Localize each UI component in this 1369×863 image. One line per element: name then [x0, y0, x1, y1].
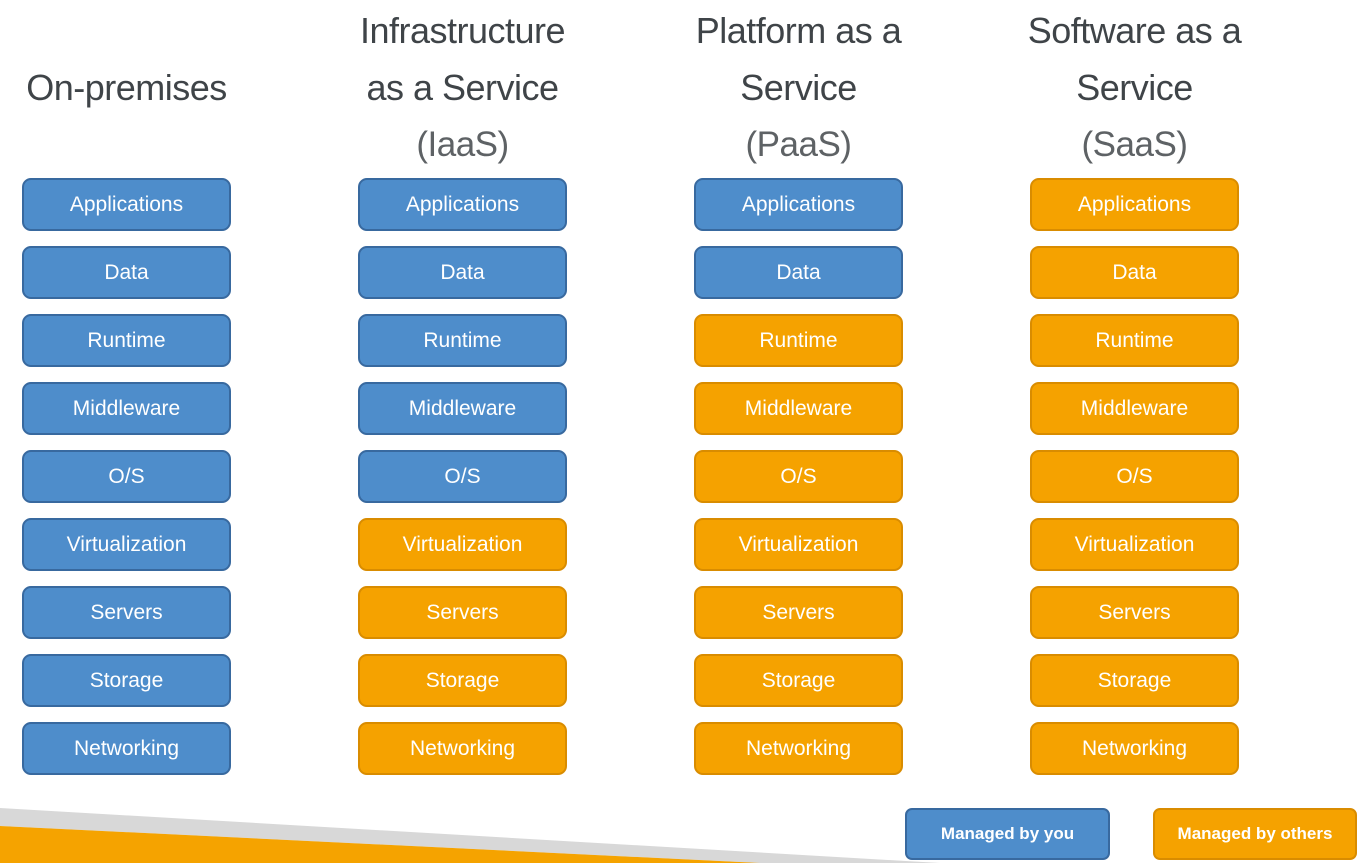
layer-box-servers: Servers: [22, 586, 231, 639]
gray-stripe: [0, 808, 940, 863]
column-title-line1: Platform as a: [695, 10, 902, 51]
column-on-premises: On-premises Applications Data Runtime Mi…: [22, 0, 231, 790]
layer-box-runtime: Runtime: [22, 314, 231, 367]
orange-stripe: [0, 826, 760, 863]
column-header: Infrastructure as a Service (IaaS): [294, 2, 631, 173]
layer-box-applications: Applications: [358, 178, 567, 231]
legend-managed-by-others: Managed by others: [1153, 808, 1357, 860]
layer-box-virtualization: Virtualization: [694, 518, 903, 571]
column-title-line2: Service: [740, 67, 857, 108]
layer-box-data: Data: [1030, 246, 1239, 299]
layer-box-servers: Servers: [358, 586, 567, 639]
layer-box-runtime: Runtime: [1030, 314, 1239, 367]
layer-box-data: Data: [358, 246, 567, 299]
layer-box-applications: Applications: [22, 178, 231, 231]
layer-stack: Applications Data Runtime Middleware O/S…: [1030, 178, 1239, 775]
layer-box-storage: Storage: [1030, 654, 1239, 707]
layer-box-applications: Applications: [694, 178, 903, 231]
layer-box-storage: Storage: [358, 654, 567, 707]
column-title-line1: Software as a: [1027, 10, 1242, 51]
layer-box-virtualization: Virtualization: [358, 518, 567, 571]
layer-box-servers: Servers: [1030, 586, 1239, 639]
column-subtitle: [0, 116, 295, 173]
layer-box-networking: Networking: [22, 722, 231, 775]
layer-box-runtime: Runtime: [358, 314, 567, 367]
column-title-line2: as a Service: [366, 67, 559, 108]
column-subtitle: (SaaS): [1081, 125, 1188, 164]
column-iaas: Infrastructure as a Service (IaaS) Appli…: [358, 0, 567, 790]
column-subtitle: (PaaS): [745, 125, 852, 164]
layer-box-storage: Storage: [22, 654, 231, 707]
layer-box-applications: Applications: [1030, 178, 1239, 231]
column-title-line2: On-premises: [26, 67, 227, 108]
layer-box-os: O/S: [22, 450, 231, 503]
layer-box-virtualization: Virtualization: [1030, 518, 1239, 571]
layer-box-runtime: Runtime: [694, 314, 903, 367]
layer-box-storage: Storage: [694, 654, 903, 707]
layer-box-os: O/S: [358, 450, 567, 503]
layer-box-os: O/S: [1030, 450, 1239, 503]
column-header: Software as a Service (SaaS): [966, 2, 1303, 173]
layer-box-middleware: Middleware: [694, 382, 903, 435]
layer-stack: Applications Data Runtime Middleware O/S…: [358, 178, 567, 775]
column-header: On-premises: [0, 2, 295, 173]
column-saas: Software as a Service (SaaS) Application…: [1028, 0, 1242, 790]
layer-box-networking: Networking: [694, 722, 903, 775]
layer-box-middleware: Middleware: [1030, 382, 1239, 435]
column-paas: Platform as a Service (PaaS) Application…: [694, 0, 903, 790]
column-header: Platform as a Service (PaaS): [630, 2, 967, 173]
layer-box-middleware: Middleware: [358, 382, 567, 435]
layer-box-virtualization: Virtualization: [22, 518, 231, 571]
column-subtitle: (IaaS): [416, 125, 509, 164]
column-title-line1: [0, 2, 295, 59]
layer-box-networking: Networking: [358, 722, 567, 775]
layer-stack: Applications Data Runtime Middleware O/S…: [694, 178, 903, 775]
layer-box-servers: Servers: [694, 586, 903, 639]
column-title-line1: Infrastructure: [359, 10, 566, 51]
layer-box-data: Data: [694, 246, 903, 299]
column-title-line2: Service: [1076, 67, 1193, 108]
layer-box-networking: Networking: [1030, 722, 1239, 775]
layer-box-data: Data: [22, 246, 231, 299]
layer-box-os: O/S: [694, 450, 903, 503]
layer-stack: Applications Data Runtime Middleware O/S…: [22, 178, 231, 775]
layer-box-middleware: Middleware: [22, 382, 231, 435]
legend-managed-by-you: Managed by you: [905, 808, 1110, 860]
